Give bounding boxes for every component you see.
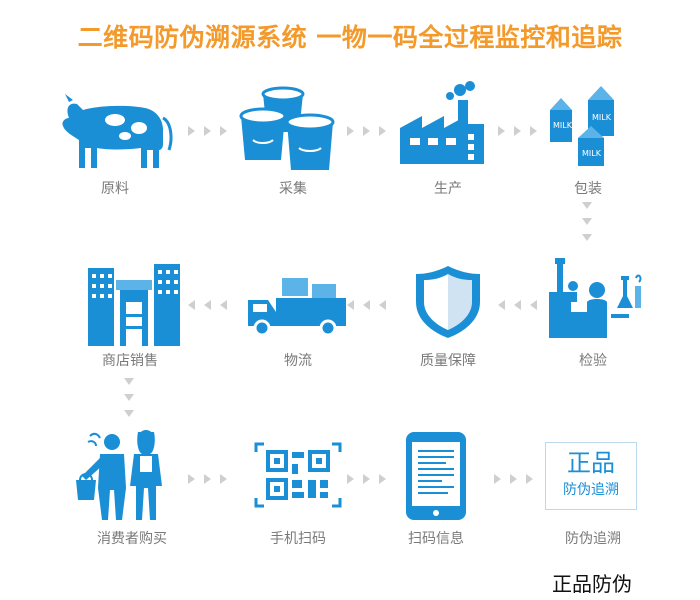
step-anti-counterfeit-label: 防伪追溯 xyxy=(565,531,621,547)
step-consumer-label: 消费者购买 xyxy=(97,531,167,547)
step-scan xyxy=(238,440,358,510)
arrow-right-icon xyxy=(498,126,537,136)
shop-building-icon xyxy=(88,264,180,346)
shield-icon xyxy=(416,266,480,338)
arrow-right-icon xyxy=(188,474,227,484)
step-pack-label: 包装 xyxy=(574,181,602,197)
arrow-right-icon xyxy=(347,126,386,136)
step-info xyxy=(376,430,496,522)
arrow-left-icon xyxy=(188,300,227,310)
step-produce-label: 生产 xyxy=(434,181,462,197)
qr-code-icon xyxy=(254,442,342,508)
factory-icon xyxy=(400,81,484,164)
arrow-right-icon xyxy=(347,474,386,484)
arrow-left-icon xyxy=(347,300,386,310)
consumer-icon xyxy=(76,430,162,520)
milk-text-3: MILK xyxy=(582,149,602,158)
milk-bucket-icon xyxy=(239,86,335,170)
step-quality-label: 质量保障 xyxy=(420,353,476,369)
step-anti-counterfeit: 正品 防伪追溯 xyxy=(533,440,653,510)
badge-line2: 防伪追溯 xyxy=(563,482,619,498)
truck-icon xyxy=(248,278,346,337)
page-title: 二维码防伪溯源系统 一物一码全过程监控和追踪 xyxy=(77,23,623,52)
arrow-left-icon xyxy=(498,300,537,310)
badge-line1: 正品 xyxy=(567,449,615,477)
arrow-down-icon xyxy=(124,378,134,417)
step-info-label: 扫码信息 xyxy=(408,531,464,547)
step-scan-label: 手机扫码 xyxy=(270,531,326,547)
step-store xyxy=(70,262,190,347)
step-pack: MILK MILK MILK xyxy=(528,80,648,170)
step-raw-material-label: 原料 xyxy=(101,181,129,197)
step-raw-material xyxy=(55,88,175,173)
lab-inspection-icon xyxy=(549,258,642,338)
milk-text-2: MILK xyxy=(592,113,612,122)
arrow-right-icon xyxy=(188,126,227,136)
step-collect xyxy=(233,80,353,175)
step-consumer xyxy=(72,424,192,524)
footer-caption: 正品防伪 xyxy=(552,572,632,596)
step-inspect-label: 检验 xyxy=(579,353,607,369)
arrow-right-icon xyxy=(494,474,533,484)
step-store-label: 商店销售 xyxy=(102,353,158,369)
milk-carton-icon: MILK MILK MILK xyxy=(550,86,614,166)
arrow-down-icon xyxy=(582,202,592,241)
milk-text-1: MILK xyxy=(553,121,573,130)
cow-icon xyxy=(62,94,173,168)
step-collect-label: 采集 xyxy=(279,181,307,197)
step-produce xyxy=(388,78,508,170)
genuine-badge: 正品 防伪追溯 xyxy=(545,442,637,510)
step-logistics xyxy=(238,270,358,340)
phone-icon xyxy=(406,432,466,520)
step-quality xyxy=(388,262,508,342)
step-inspect xyxy=(533,256,653,344)
step-logistics-label: 物流 xyxy=(284,353,312,369)
